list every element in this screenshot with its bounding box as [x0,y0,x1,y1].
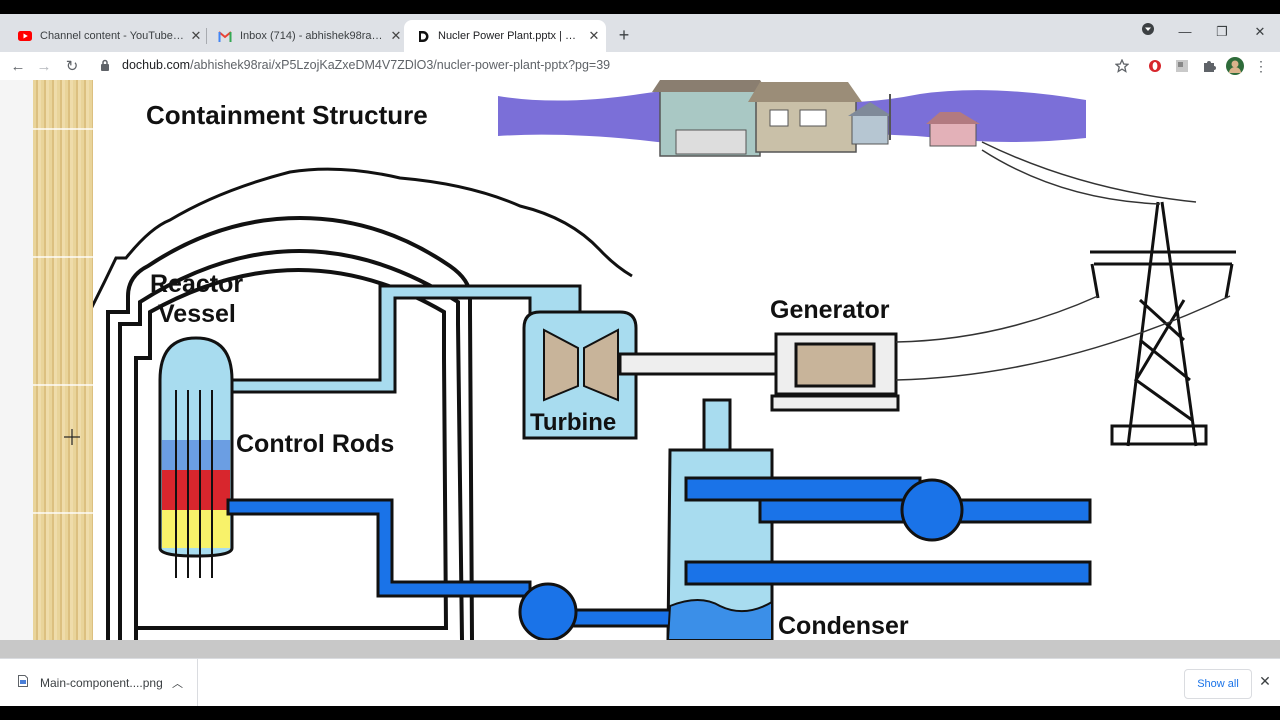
download-filename: Main-component....png [40,676,163,690]
condenser-water [666,599,773,640]
close-tab-icon[interactable]: ✕ [190,28,202,43]
opera-extension-icon[interactable] [1145,56,1165,76]
page-left-margin [0,80,33,640]
transmission-tower-icon [1090,201,1236,447]
nuclear-power-plant-diagram[interactable]: Containment Structure Reactor Vessel Con… [93,80,1280,640]
minimize-icon[interactable]: — [1178,24,1192,39]
label-reactor: Reactor [150,270,243,298]
label-generator: Generator [770,296,890,324]
show-all-button[interactable]: Show all [1184,669,1252,699]
label-turbine: Turbine [530,409,616,436]
turbine-blades-icon [543,328,619,402]
dochub-icon [416,29,430,43]
power-lines [895,141,1231,381]
download-shelf: Main-component....png ︿ Show all ✕ [0,658,1280,707]
tab-dochub[interactable]: Nucler Power Plant.pptx | DocHub ✕ [404,20,606,52]
tab-title: Channel content - YouTube Studio [40,30,184,42]
slide-thumbnail-strip[interactable] [33,80,93,640]
tab-title: Inbox (714) - abhishek98rai@gmail.com [240,30,384,42]
tab-strip: Channel content - YouTube Studio ✕ Inbox… [0,14,1280,52]
extensions-puzzle-icon[interactable] [1199,56,1219,76]
forward-arrow-icon[interactable]: → [36,57,52,75]
download-item[interactable]: Main-component....png ︿ [0,659,198,707]
close-tab-icon[interactable]: ✕ [588,28,600,43]
bookmark-star-icon[interactable] [1112,56,1132,76]
tab-title: Nucler Power Plant.pptx | DocHub [438,30,582,42]
label-containment-structure: Containment Structure [146,100,428,130]
annotation-stroke [93,167,633,309]
toolbar: ← → ↻ dochub.com/abhishek98rai/xP5LzojKa… [0,52,1280,80]
reload-icon[interactable]: ↻ [65,58,79,75]
coolant-loop [226,476,1092,640]
url-domain: dochub.com [122,58,191,72]
crosshair-cursor-icon [64,429,80,445]
url-text: dochub.com/abhishek98rai/xP5LzojKaZxeDM4… [122,58,610,72]
tab-separator [206,28,207,44]
tab-gmail-inbox[interactable]: Inbox (714) - abhishek98rai@gmail.com ✕ [200,20,406,52]
page-bottom-scroll-area [0,640,1280,658]
back-arrow-icon[interactable]: ← [10,57,26,75]
label-vessel: Vessel [158,300,236,328]
generator-unit [618,332,900,412]
lock-icon [98,59,112,71]
label-control-rods: Control Rods [236,430,394,458]
browser-chrome: Channel content - YouTube Studio ✕ Inbox… [0,14,1280,80]
restore-icon[interactable]: ❐ [1216,24,1228,39]
tab-search-button[interactable] [1136,22,1160,39]
houses-illustration [498,80,1086,157]
youtube-icon [18,29,32,43]
close-tab-icon[interactable]: ✕ [390,28,402,43]
new-tab-button[interactable]: + [618,24,630,45]
page-content: Containment Structure Reactor Vessel Con… [0,80,1280,640]
chevron-up-icon[interactable]: ︿ [172,678,183,690]
screen-top-border [0,0,1280,14]
url-path: /abhishek98rai/xP5LzojKaZxeDM4V7ZDlO3/nu… [190,58,611,72]
close-download-shelf-icon[interactable]: ✕ [1259,673,1271,689]
screen-bottom-border [0,706,1280,720]
close-window-icon[interactable]: ✕ [1254,24,1266,39]
avatar[interactable] [1225,56,1245,76]
menu-kebab-icon[interactable]: ⋮ [1254,57,1268,74]
file-image-icon [18,674,28,692]
address-bar[interactable]: dochub.com/abhishek98rai/xP5LzojKaZxeDM4… [90,52,1140,78]
extension-icon[interactable] [1172,56,1192,76]
gmail-icon [218,29,232,43]
tab-youtube-studio[interactable]: Channel content - YouTube Studio ✕ [0,20,206,52]
label-condenser: Condenser [778,612,909,640]
reactor-vessel [158,336,234,578]
